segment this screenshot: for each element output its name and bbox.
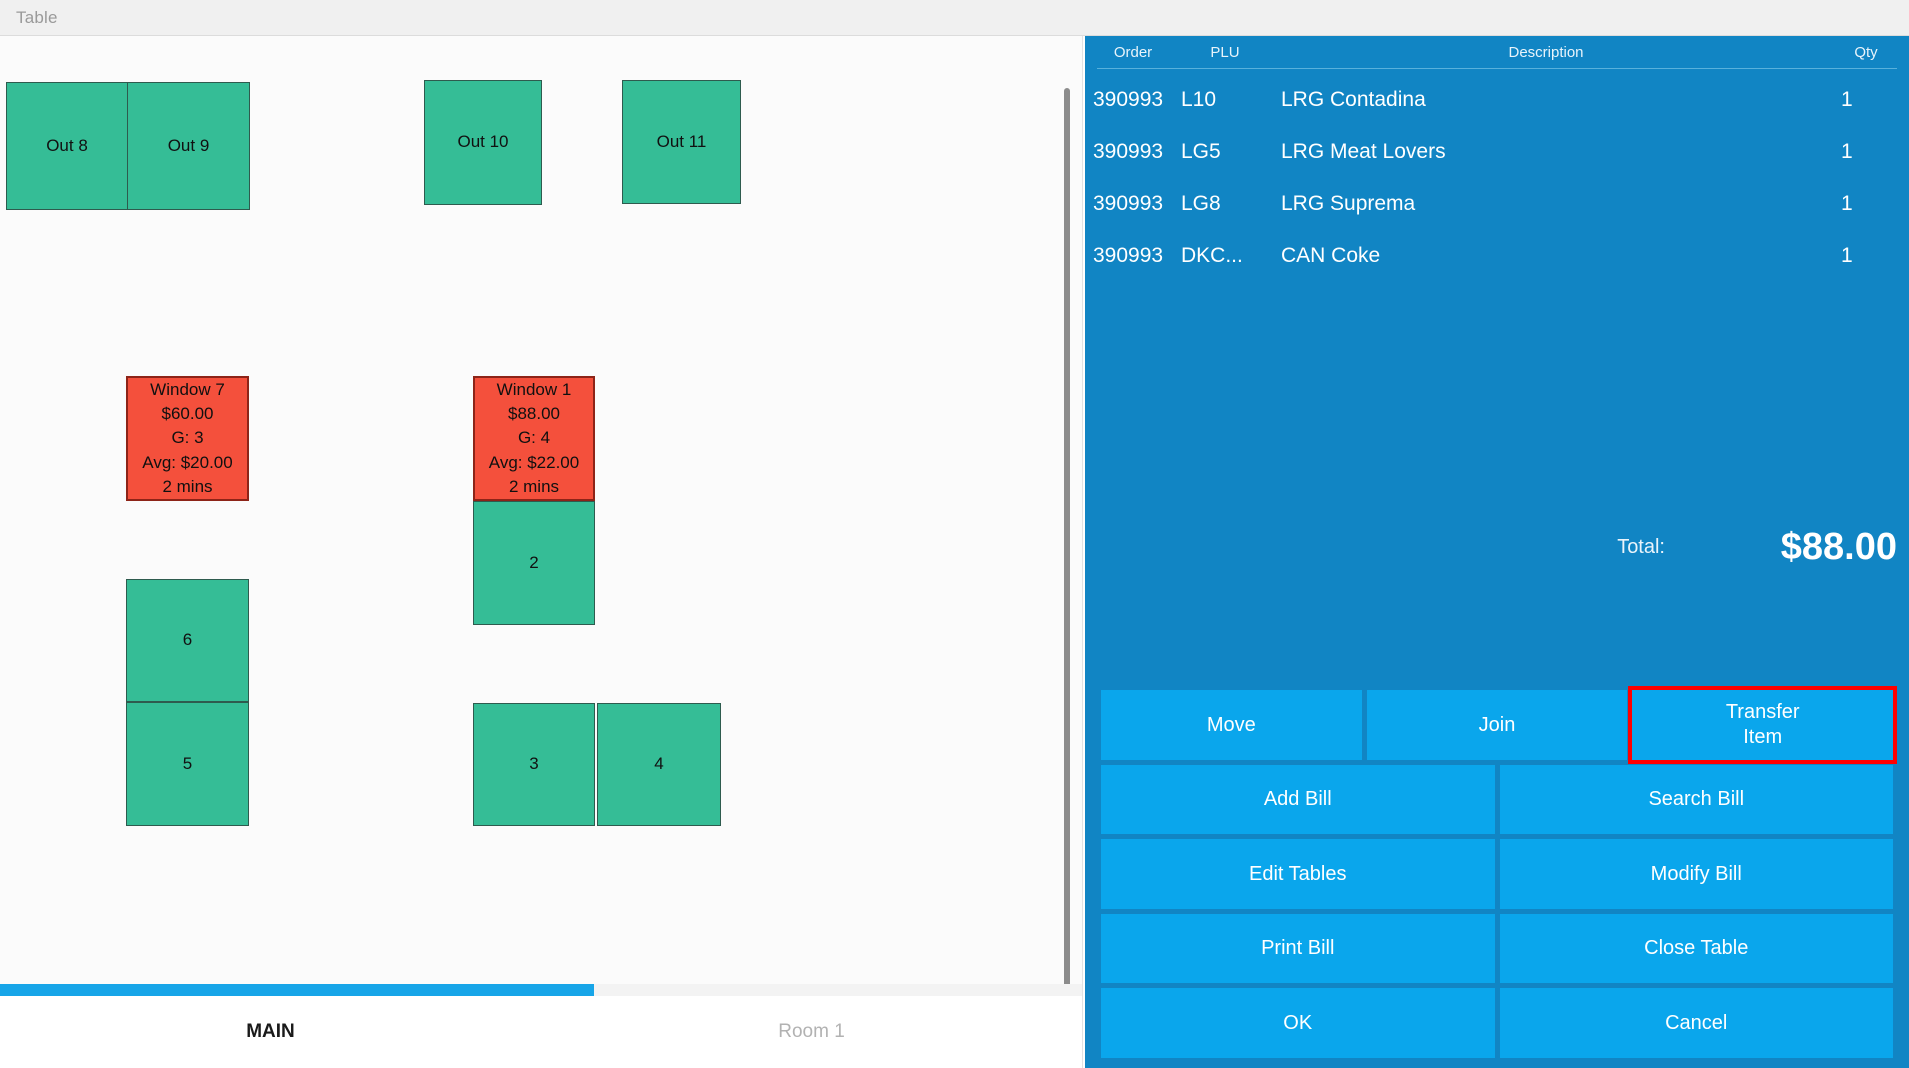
table-label-line: 3 [529,754,539,774]
move-button[interactable]: Move [1101,690,1362,760]
table-label: Window 7 $60.00 G: 3 Avg: $20.00 2 mins [142,378,232,499]
floor-table-out-8[interactable]: Out 8 [6,82,128,210]
order-cell-plu: L10 [1181,88,1217,111]
floor-table-3[interactable]: 3 [473,703,595,826]
modify-bill-button[interactable]: Modify Bill [1499,839,1893,909]
ok-button[interactable]: OK [1101,988,1495,1058]
table-label-line: Out 11 [656,131,707,151]
order-cell-description: LRG Meat Lovers [1281,140,1446,163]
order-cell-order: 390993 [1093,140,1164,163]
order-cell-plu: LG8 [1181,192,1221,215]
table-label-line: 6 [182,630,193,650]
table-label: Out 8 [46,134,88,158]
order-item-row[interactable]: 390993 LG8 LRG Suprema 1 [1085,178,1909,230]
order-item-row[interactable]: 390993 DKC... CAN Coke 1 [1085,230,1909,282]
column-header-qty: Qty [1854,43,1878,61]
order-panel: Order PLU Description Qty 390993 L10 LRG C… [1085,36,1909,1068]
floor-table-2[interactable]: 2 [473,501,595,625]
table-label-line: $88.00 [508,404,560,424]
search-bill-button[interactable]: Search Bill [1499,764,1893,835]
column-header-plu: PLU [1210,43,1240,61]
table-label: Out 10 [457,130,508,154]
header-divider [1097,68,1897,69]
total-label: Total: [1617,535,1665,558]
total-value: $88.00 [1780,525,1897,568]
floor-table-5[interactable]: 5 [126,702,249,826]
table-label-line: Out 10 [457,132,509,152]
table-label-line: 4 [654,754,664,774]
table-label-line: 2 mins [162,476,213,496]
table-label: 2 [529,551,538,575]
order-cell-qty: 1 [1841,140,1853,163]
print-bill-button[interactable]: Print Bill [1101,913,1495,984]
room-tab-room-1[interactable]: Room 1 [778,1021,845,1042]
floor-plan-pane: Out 8 Out 9 Out 10 Out 11 Window 7 $60.00 G: 3… [0,36,1083,1068]
vertical-scrollbar-thumb[interactable] [1064,88,1070,994]
table-label: 5 [183,752,192,776]
table-label-line: 5 [182,753,193,773]
room-tab-bar: MAIN Room 1 [0,996,1082,1068]
order-item-row[interactable]: 390993 LG5 LRG Meat Lovers 1 [1085,126,1909,178]
floor-plan-vertical-scrollbar[interactable] [1062,88,1072,994]
table-label-line: G: 4 [517,428,551,448]
order-cell-qty: 1 [1841,192,1853,215]
floor-table-out-11[interactable]: Out 11 [622,80,741,204]
table-label: Out 9 [168,134,210,158]
table-label-line: $60.00 [161,404,214,424]
table-label-line: Window 7 [150,380,225,400]
floor-table-4[interactable]: 4 [597,703,721,826]
floor-table-6[interactable]: 6 [126,579,249,702]
floor-table-window-1[interactable]: Window 1 $88.00 G: 4 Avg: $22.00 2 mins [473,376,595,501]
table-label-line: G: 3 [171,428,204,448]
order-cell-qty: 1 [1841,244,1853,267]
window-title: Table [16,7,58,27]
order-table-header: Order PLU Description Qty [1085,36,1909,68]
table-label-line: Out 8 [46,135,88,155]
table-label: 3 [529,752,538,776]
order-total: Total: $88.00 [1085,512,1909,582]
column-header-description: Description [1508,43,1584,61]
table-label: 6 [183,628,192,652]
order-cell-plu: DKC... [1181,244,1243,267]
order-cell-order: 390993 [1093,192,1164,215]
column-header-order: Order [1113,43,1153,61]
add-bill-button[interactable]: Add Bill [1101,764,1495,835]
close-table-button[interactable]: Close Table [1499,913,1893,984]
table-label: 4 [654,752,663,776]
table-label: Window 1 $88.00 G: 4 Avg: $22.00 2 mins [489,378,579,499]
table-label-line: Out 9 [167,135,210,155]
window-titlebar: Table [0,0,1909,36]
floor-table-out-9[interactable]: Out 9 [127,82,250,210]
floor-plan-horizontal-scrollbar[interactable] [0,984,1082,996]
order-cell-order: 390993 [1093,88,1164,111]
cancel-button[interactable]: Cancel [1499,988,1893,1058]
table-label: Out 11 [657,130,707,154]
table-label-line: Avg: $20.00 [142,452,233,472]
order-cell-description: LRG Suprema [1281,192,1416,215]
order-cell-qty: 1 [1841,88,1853,111]
edit-tables-button[interactable]: Edit Tables [1101,839,1495,909]
order-cell-description: CAN Coke [1281,244,1381,267]
order-cell-plu: LG5 [1181,140,1221,163]
table-label-line: 2 [529,552,539,572]
table-label-line: Window 1 [496,380,572,400]
order-cell-description: LRG Contadina [1281,88,1426,111]
floor-table-out-10[interactable]: Out 10 [424,80,542,205]
order-item-row[interactable]: 390993 L10 LRG Contadina 1 [1085,74,1909,126]
floor-table-window-7[interactable]: Window 7 $60.00 G: 3 Avg: $20.00 2 mins [126,376,249,501]
room-tab-main[interactable]: MAIN [246,1021,295,1042]
join-button[interactable]: Join [1366,690,1628,760]
order-cell-order: 390993 [1093,244,1164,267]
transfer-item-button[interactable]: Transfer Item [1628,686,1898,764]
table-label-line: Avg: $22.00 [488,452,580,472]
table-label-line: 2 mins [508,476,560,496]
horizontal-scrollbar-thumb[interactable] [0,984,594,996]
